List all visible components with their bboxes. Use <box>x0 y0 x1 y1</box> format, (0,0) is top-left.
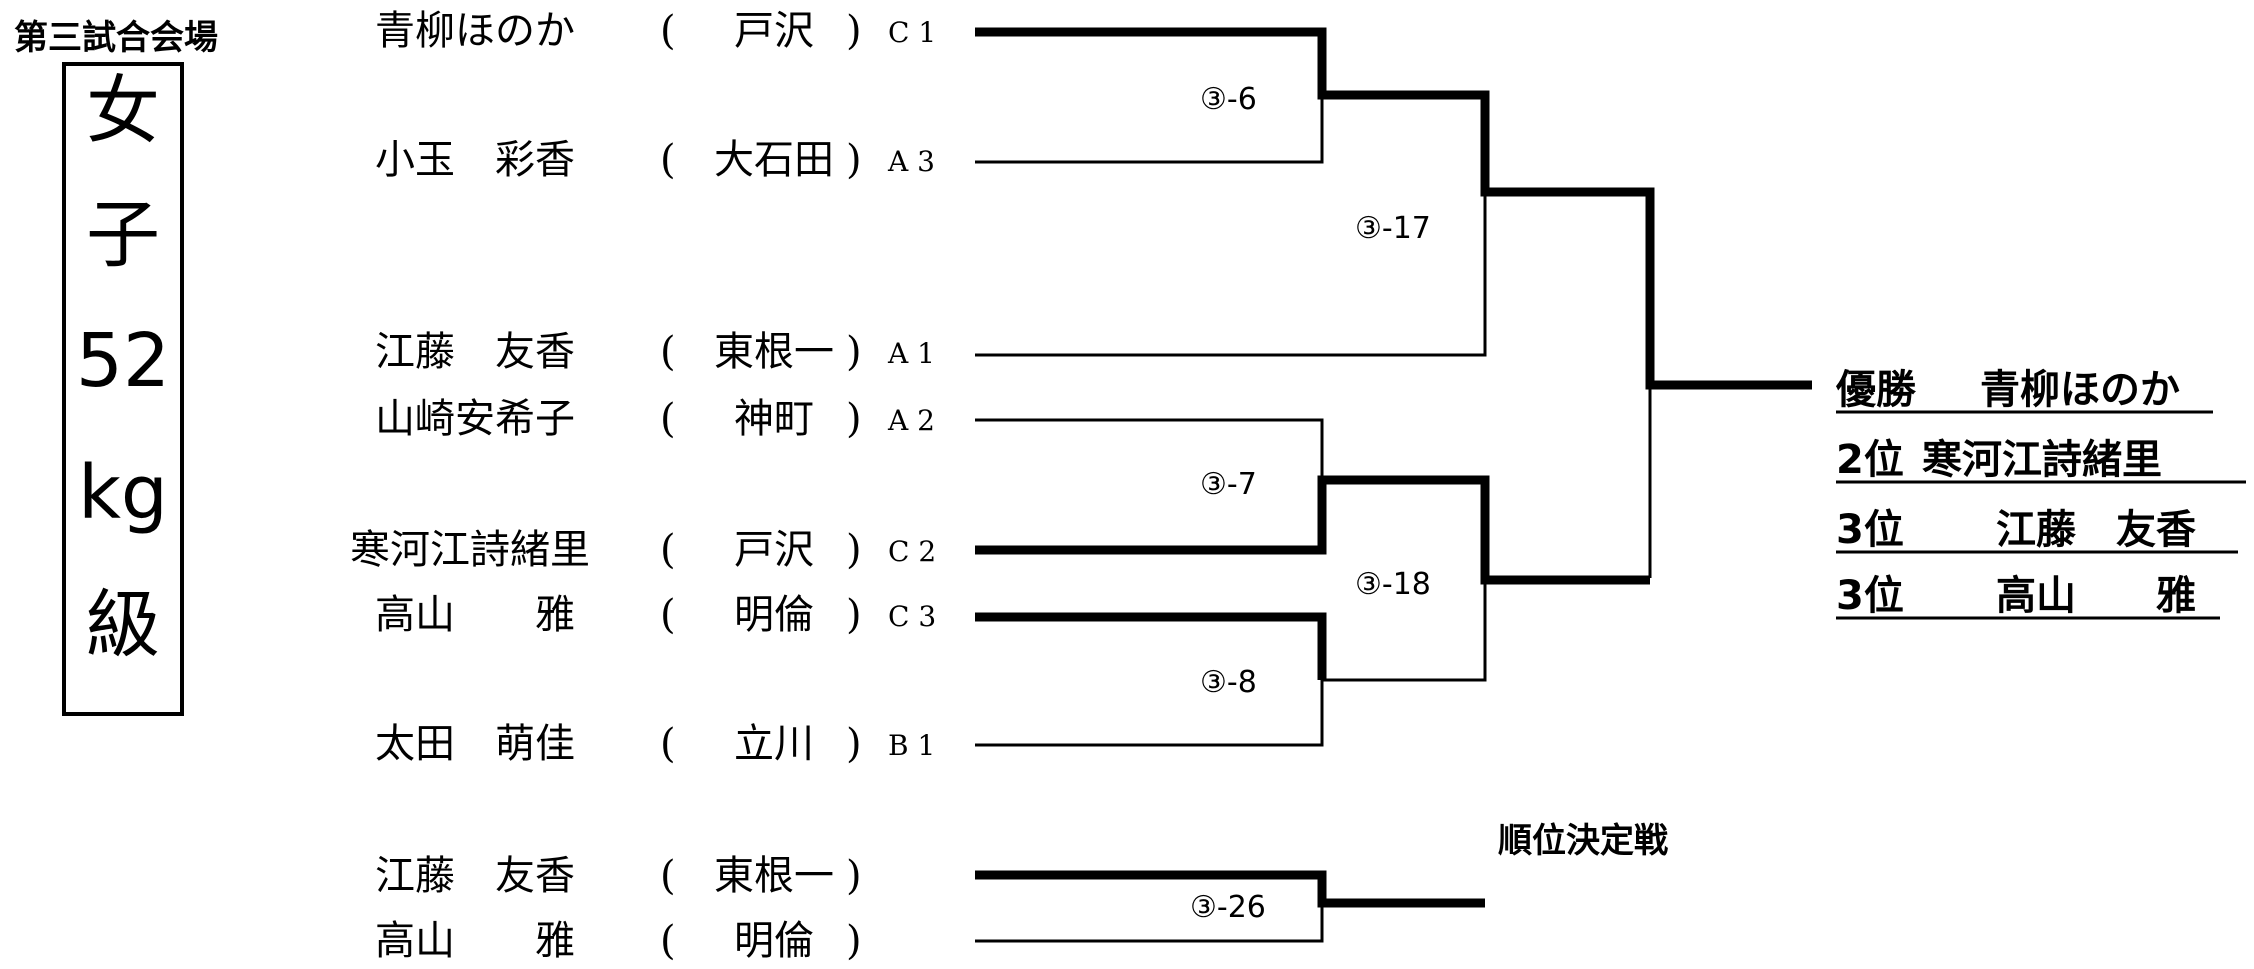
winner-path-c3 <box>975 612 1327 680</box>
winner-path-placement <box>975 870 1485 908</box>
category-char-3: 52 <box>75 318 171 404</box>
athlete-name: 太田 萌佳 <box>375 721 575 767</box>
venue-title: 第三試合会場 <box>14 18 218 58</box>
weight-category-box: 女 子 52 kg 級 <box>62 62 184 716</box>
match-label: ③-7 <box>1200 467 1257 502</box>
close-paren: ) <box>846 918 862 964</box>
results-list: 優勝 青柳ほのか 2位 寒河江詩緒里 3位 江藤 友香 3位 高山 雅 <box>1835 367 2246 620</box>
athlete-name: 高山 雅 <box>375 592 575 638</box>
athlete-row: 高山 雅 ( 明倫 ) C 3 <box>375 592 936 638</box>
open-paren: ( <box>660 527 676 573</box>
athlete-team: 明倫 <box>734 918 814 964</box>
open-paren: ( <box>660 137 676 183</box>
result-row: 3位 江藤 友香 <box>1836 507 2238 554</box>
placement-match-title: 順位決定戦 <box>1498 821 1668 861</box>
bracket-line-placement-2 <box>975 903 1324 943</box>
winner-path-c2 <box>975 475 1650 585</box>
bracket-line-a2 <box>975 418 1324 480</box>
match-label: ③-18 <box>1355 567 1431 602</box>
result-rank: 3位 <box>1836 507 1904 553</box>
athlete-team: 戸沢 <box>734 527 814 573</box>
category-char-5: 級 <box>86 582 160 668</box>
athlete-row: 太田 萌佳 ( 立川 ) B 1 <box>375 721 935 767</box>
athlete-team: 大石田 <box>714 137 834 183</box>
match-label: ③-6 <box>1200 82 1257 117</box>
athlete-seed: C 2 <box>888 535 936 568</box>
match-label: ③-8 <box>1200 665 1257 700</box>
bracket-line-a3 <box>975 95 1324 164</box>
open-paren: ( <box>660 853 676 899</box>
close-paren: ) <box>846 137 862 183</box>
match-label: ③-26 <box>1190 890 1266 925</box>
result-rank: 3位 <box>1836 573 1904 619</box>
athlete-name: 江藤 友香 <box>375 853 575 899</box>
close-paren: ) <box>846 527 862 573</box>
athlete-seed: C 1 <box>888 16 936 49</box>
athlete-row: 江藤 友香 ( 東根一 ) A 1 <box>375 329 935 375</box>
bracket-lines-thin <box>975 95 1652 943</box>
match-label: ③-17 <box>1355 211 1431 246</box>
athlete-team: 戸沢 <box>734 8 814 54</box>
close-paren: ) <box>846 721 862 767</box>
athlete-team: 東根一 <box>714 853 834 899</box>
close-paren: ) <box>846 329 862 375</box>
athlete-seed: A 3 <box>887 145 935 178</box>
athlete-row: 寒河江詩緒里 ( 戸沢 ) C 2 <box>350 527 936 573</box>
athlete-name: 高山 雅 <box>375 918 575 964</box>
result-name: 江藤 友香 <box>1996 507 2196 553</box>
athlete-team: 明倫 <box>734 592 814 638</box>
open-paren: ( <box>660 396 676 442</box>
close-paren: ) <box>846 8 862 54</box>
bracket-lines-thick <box>975 27 1812 908</box>
category-char-2: 子 <box>86 192 160 278</box>
close-paren: ) <box>846 396 862 442</box>
result-name: 高山 雅 <box>1996 573 2196 619</box>
bracket-line-m8-out <box>1322 580 1487 682</box>
category-char-1: 女 <box>86 68 160 154</box>
athlete-seed: C 3 <box>888 600 936 633</box>
result-row: 2位 寒河江詩緒里 <box>1836 437 2246 484</box>
athlete-name: 江藤 友香 <box>375 329 575 375</box>
open-paren: ( <box>660 918 676 964</box>
athlete-name: 小玉 彩香 <box>375 137 575 183</box>
placement-athlete-row: 高山 雅 ( 明倫 ) <box>375 918 862 964</box>
athlete-row: 山崎安希子 ( 神町 ) A 2 <box>375 396 935 442</box>
result-row: 優勝 青柳ほのか <box>1835 367 2213 414</box>
result-name: 青柳ほのか <box>1980 367 2180 413</box>
winner-path-c1 <box>975 27 1812 390</box>
result-rank: 2位 <box>1836 437 1904 483</box>
open-paren: ( <box>660 721 676 767</box>
category-char-4: kg <box>78 450 168 536</box>
close-paren: ) <box>846 853 862 899</box>
close-paren: ) <box>846 592 862 638</box>
athlete-seed: A 2 <box>887 404 935 437</box>
athlete-name: 寒河江詩緒里 <box>350 527 590 573</box>
athlete-name: 山崎安希子 <box>375 396 575 442</box>
athlete-row: 小玉 彩香 ( 大石田 ) A 3 <box>375 137 935 183</box>
athlete-team: 神町 <box>734 396 814 442</box>
bracket-line-b1 <box>975 680 1324 747</box>
athlete-team: 立川 <box>734 721 814 767</box>
result-name: 寒河江詩緒里 <box>1922 437 2162 483</box>
athlete-name: 青柳ほのか <box>375 8 575 54</box>
athlete-row: 青柳ほのか ( 戸沢 ) C 1 <box>375 8 936 54</box>
open-paren: ( <box>660 592 676 638</box>
open-paren: ( <box>660 8 676 54</box>
placement-athlete-row: 江藤 友香 ( 東根一 ) <box>375 853 862 899</box>
result-row: 3位 高山 雅 <box>1836 573 2220 620</box>
open-paren: ( <box>660 329 676 375</box>
athlete-seed: B 1 <box>888 729 935 762</box>
result-rank: 優勝 <box>1835 367 1917 413</box>
bracket-line-a1 <box>975 192 1487 357</box>
athlete-seed: A 1 <box>887 337 935 370</box>
athlete-team: 東根一 <box>714 329 834 375</box>
